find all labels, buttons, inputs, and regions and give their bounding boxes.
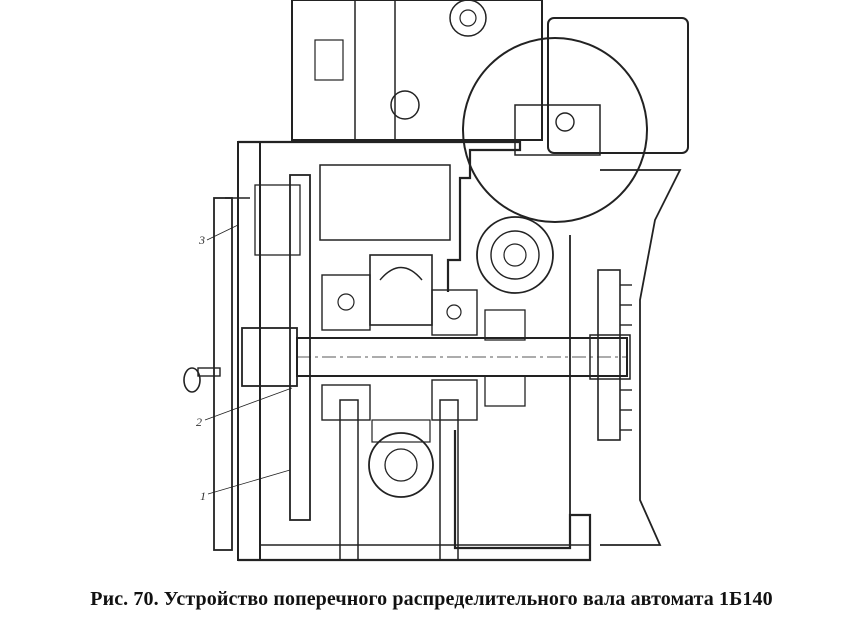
camshaft <box>241 309 631 407</box>
pinion-gear <box>476 216 554 294</box>
bearing-right <box>431 289 478 421</box>
svg-text:1: 1 <box>200 489 206 503</box>
lower-worm <box>368 419 434 498</box>
lever <box>289 174 311 521</box>
callout-2: 2 <box>196 387 293 429</box>
cam-disc <box>462 17 689 223</box>
figure-caption: Рис. 70. Устройство поперечного распреде… <box>90 588 773 610</box>
top-housing <box>291 0 543 141</box>
bearing-left <box>321 274 371 421</box>
gearbox-casing <box>237 140 682 562</box>
callout-3: 3 <box>198 224 239 247</box>
svg-text:3: 3 <box>198 233 205 247</box>
rack <box>597 269 632 441</box>
upper-bracket <box>254 164 451 256</box>
svg-text:2: 2 <box>196 415 202 429</box>
cover-plate <box>213 197 250 551</box>
worm-gear <box>369 254 433 326</box>
mechanism-drawing: 3 2 1 <box>183 0 689 562</box>
callout-1: 1 <box>200 469 291 503</box>
knob <box>183 367 221 393</box>
